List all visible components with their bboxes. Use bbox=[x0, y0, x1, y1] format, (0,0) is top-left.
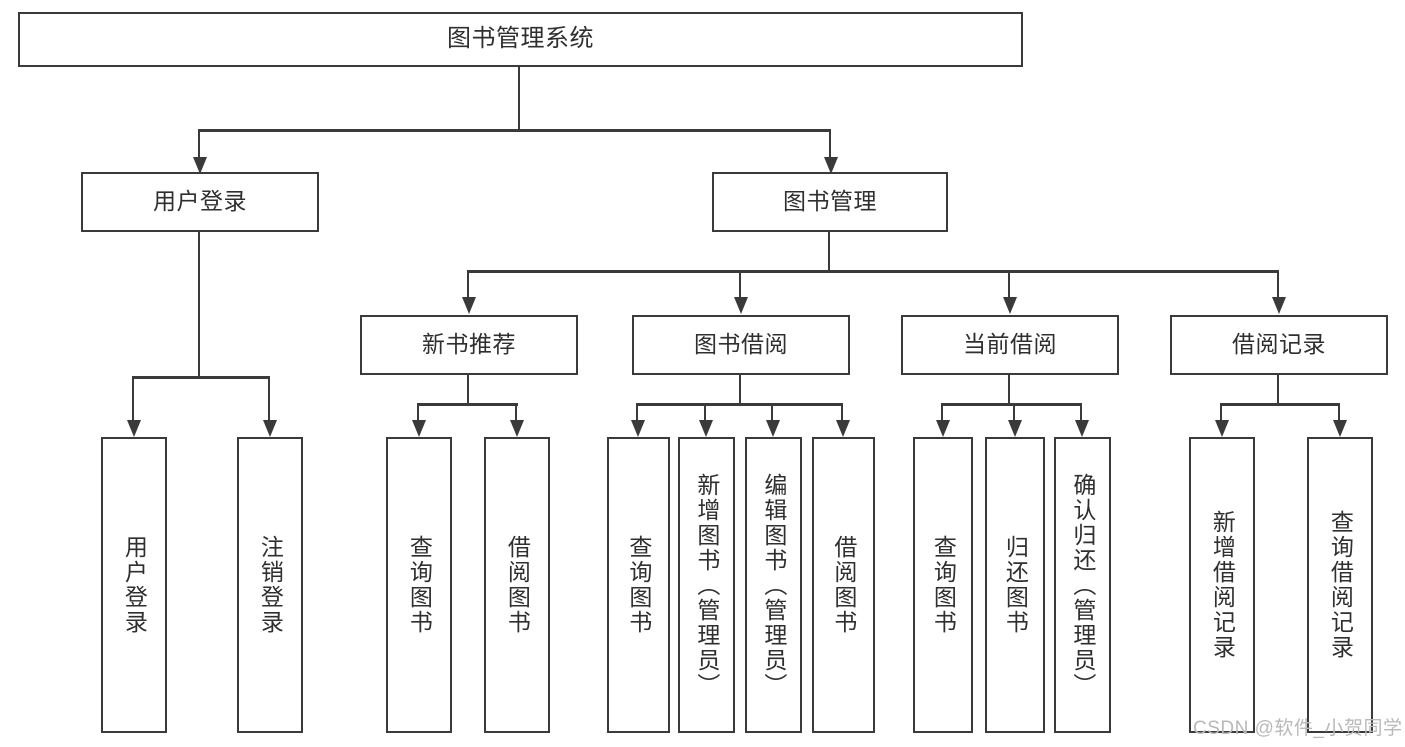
node-label: 确认归还（管理员） bbox=[1069, 472, 1096, 698]
node-leaf-user-login[interactable]: 用户登录 bbox=[101, 437, 167, 733]
connector-new-book-to-leaves-branch-0 bbox=[416, 403, 420, 420]
connector-current-borrow-to-leaves-trunk bbox=[1007, 375, 1011, 403]
connector-user-login-to-leaves-branch-1 bbox=[267, 376, 271, 420]
connector-book-manage-to-l2-arrowhead-1 bbox=[733, 297, 748, 314]
connector-current-borrow-to-leaves-arrowhead-1 bbox=[1007, 420, 1022, 437]
node-label: 新增图书（管理员） bbox=[693, 472, 720, 698]
connector-borrow-record-to-leaves-branch-1 bbox=[1337, 403, 1341, 420]
connector-root-to-l1-arrowhead-1 bbox=[823, 157, 838, 174]
node-l2-new-book-rec[interactable]: 新书推荐 bbox=[360, 315, 578, 375]
connector-book-borrow-to-leaves-branch-1 bbox=[703, 403, 707, 420]
node-l2-current-borrow[interactable]: 当前借阅 bbox=[901, 315, 1119, 375]
node-label: 查询图书 bbox=[406, 535, 433, 635]
node-label: 借阅记录 bbox=[1232, 331, 1326, 358]
connector-root-to-l1-trunk bbox=[517, 67, 521, 129]
node-leaf-cb-query[interactable]: 查询图书 bbox=[913, 437, 973, 733]
connector-new-book-to-leaves-bus bbox=[418, 403, 518, 406]
connector-book-borrow-to-leaves-trunk bbox=[738, 375, 742, 403]
node-label: 查询图书 bbox=[930, 535, 957, 635]
connector-book-manage-to-l2-bus bbox=[468, 270, 1279, 273]
connector-book-manage-to-l2-arrowhead-0 bbox=[461, 297, 476, 314]
connector-borrow-record-to-leaves-arrowhead-1 bbox=[1332, 420, 1347, 437]
connector-borrow-record-to-leaves-bus bbox=[1221, 403, 1340, 406]
connector-book-borrow-to-leaves-arrowhead-2 bbox=[765, 420, 780, 437]
connector-borrow-record-to-leaves-branch-0 bbox=[1219, 403, 1223, 420]
connector-new-book-to-leaves-trunk bbox=[466, 375, 470, 403]
connector-user-login-to-leaves-branch-0 bbox=[131, 376, 135, 420]
node-leaf-br-add[interactable]: 新增借阅记录 bbox=[1189, 437, 1255, 733]
node-label: 查询借阅记录 bbox=[1327, 510, 1354, 660]
node-label: 归还图书 bbox=[1002, 535, 1029, 635]
node-label: 新增借阅记录 bbox=[1209, 510, 1236, 660]
connector-book-borrow-to-leaves-branch-2 bbox=[770, 403, 774, 420]
node-leaf-cb-confirm[interactable]: 确认归还（管理员） bbox=[1054, 437, 1111, 733]
connector-borrow-record-to-leaves-arrowhead-0 bbox=[1214, 420, 1229, 437]
connector-book-borrow-to-leaves-branch-0 bbox=[635, 403, 639, 420]
node-l2-book-borrow[interactable]: 图书借阅 bbox=[632, 315, 850, 375]
node-label: 查询图书 bbox=[625, 535, 652, 635]
connector-current-borrow-to-leaves-branch-1 bbox=[1012, 403, 1016, 420]
connector-book-manage-to-l2-arrowhead-2 bbox=[1002, 297, 1017, 314]
connector-book-borrow-to-leaves-branch-3 bbox=[840, 403, 844, 420]
node-label: 借阅图书 bbox=[830, 535, 857, 635]
node-leaf-nb-query[interactable]: 查询图书 bbox=[386, 437, 452, 733]
node-leaf-bb-borrow[interactable]: 借阅图书 bbox=[812, 437, 875, 733]
connector-book-manage-to-l2-arrowhead-3 bbox=[1271, 297, 1286, 314]
connector-current-borrow-to-leaves-arrowhead-2 bbox=[1074, 420, 1089, 437]
connector-book-manage-to-l2-branch-3 bbox=[1276, 270, 1280, 297]
node-leaf-br-query[interactable]: 查询借阅记录 bbox=[1307, 437, 1373, 733]
connector-user-login-to-leaves-trunk bbox=[197, 232, 201, 376]
connector-root-to-l1-branch-1 bbox=[828, 129, 832, 157]
connector-current-borrow-to-leaves-arrowhead-0 bbox=[935, 420, 950, 437]
node-label: 当前借阅 bbox=[963, 331, 1057, 358]
node-label: 注销登录 bbox=[257, 535, 284, 635]
connector-book-borrow-to-leaves-arrowhead-1 bbox=[698, 420, 713, 437]
connector-new-book-to-leaves-arrowhead-0 bbox=[411, 420, 426, 437]
node-label: 图书管理 bbox=[783, 188, 877, 215]
node-label: 用户登录 bbox=[121, 535, 148, 635]
connector-new-book-to-leaves-arrowhead-1 bbox=[509, 420, 524, 437]
node-label: 编辑图书（管理员） bbox=[760, 472, 787, 698]
connector-user-login-to-leaves-arrowhead-1 bbox=[262, 420, 277, 437]
connector-user-login-to-leaves-arrowhead-0 bbox=[126, 420, 141, 437]
connector-current-borrow-to-leaves-bus bbox=[942, 403, 1081, 406]
connector-root-to-l1-arrowhead-0 bbox=[192, 157, 207, 174]
node-leaf-bb-query[interactable]: 查询图书 bbox=[607, 437, 670, 733]
node-leaf-nb-borrow[interactable]: 借阅图书 bbox=[484, 437, 550, 733]
connector-current-borrow-to-leaves-branch-0 bbox=[940, 403, 944, 420]
connector-book-manage-to-l2-branch-1 bbox=[738, 270, 742, 297]
node-root[interactable]: 图书管理系统 bbox=[18, 12, 1023, 67]
connector-current-borrow-to-leaves-branch-2 bbox=[1079, 403, 1083, 420]
node-leaf-bb-edit[interactable]: 编辑图书（管理员） bbox=[745, 437, 802, 733]
connector-book-borrow-to-leaves-arrowhead-3 bbox=[835, 420, 850, 437]
node-label: 新书推荐 bbox=[422, 331, 516, 358]
connector-root-to-l1-bus bbox=[199, 129, 831, 132]
connector-user-login-to-leaves-bus bbox=[133, 376, 270, 379]
node-leaf-cb-return[interactable]: 归还图书 bbox=[985, 437, 1045, 733]
connector-book-manage-to-l2-branch-0 bbox=[466, 270, 470, 297]
node-leaf-user-logout[interactable]: 注销登录 bbox=[237, 437, 303, 733]
node-label: 图书管理系统 bbox=[447, 25, 594, 53]
connector-new-book-to-leaves-branch-1 bbox=[514, 403, 518, 420]
node-leaf-bb-add[interactable]: 新增图书（管理员） bbox=[678, 437, 735, 733]
node-label: 借阅图书 bbox=[504, 535, 531, 635]
connector-root-to-l1-branch-0 bbox=[197, 129, 201, 157]
connector-borrow-record-to-leaves-trunk bbox=[1276, 375, 1280, 403]
node-l1-book-manage[interactable]: 图书管理 bbox=[712, 172, 948, 232]
connector-book-manage-to-l2-trunk bbox=[827, 232, 831, 270]
connector-book-borrow-to-leaves-arrowhead-0 bbox=[630, 420, 645, 437]
node-label: 用户登录 bbox=[153, 188, 247, 215]
connector-book-borrow-to-leaves-bus bbox=[637, 403, 843, 406]
node-l2-borrow-record[interactable]: 借阅记录 bbox=[1170, 315, 1388, 375]
node-label: 图书借阅 bbox=[694, 331, 788, 358]
connector-book-manage-to-l2-branch-2 bbox=[1007, 270, 1011, 297]
node-l1-user-login[interactable]: 用户登录 bbox=[81, 172, 319, 232]
